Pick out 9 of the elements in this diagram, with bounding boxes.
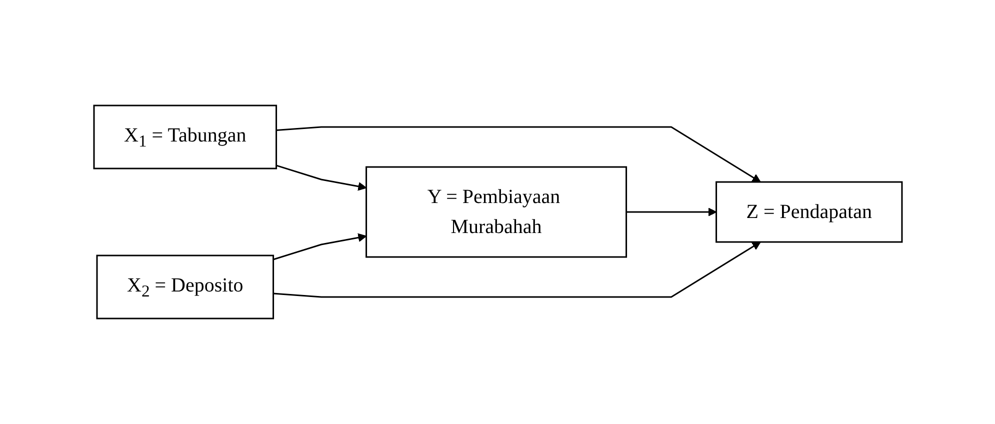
arrow: [276, 164, 366, 191]
arrow: [276, 126, 760, 182]
node-box: Y = Pembiayaan Murabahah: [365, 166, 627, 258]
node-box: Z = Pendapatan: [715, 181, 902, 243]
arrow: [626, 208, 716, 216]
node-box: X$_{1}$ = Tabungan: [92, 104, 277, 170]
arrow: [272, 233, 366, 260]
node-box: X$_{2}$ = Deposito: [96, 254, 274, 320]
arrow: [272, 242, 760, 298]
